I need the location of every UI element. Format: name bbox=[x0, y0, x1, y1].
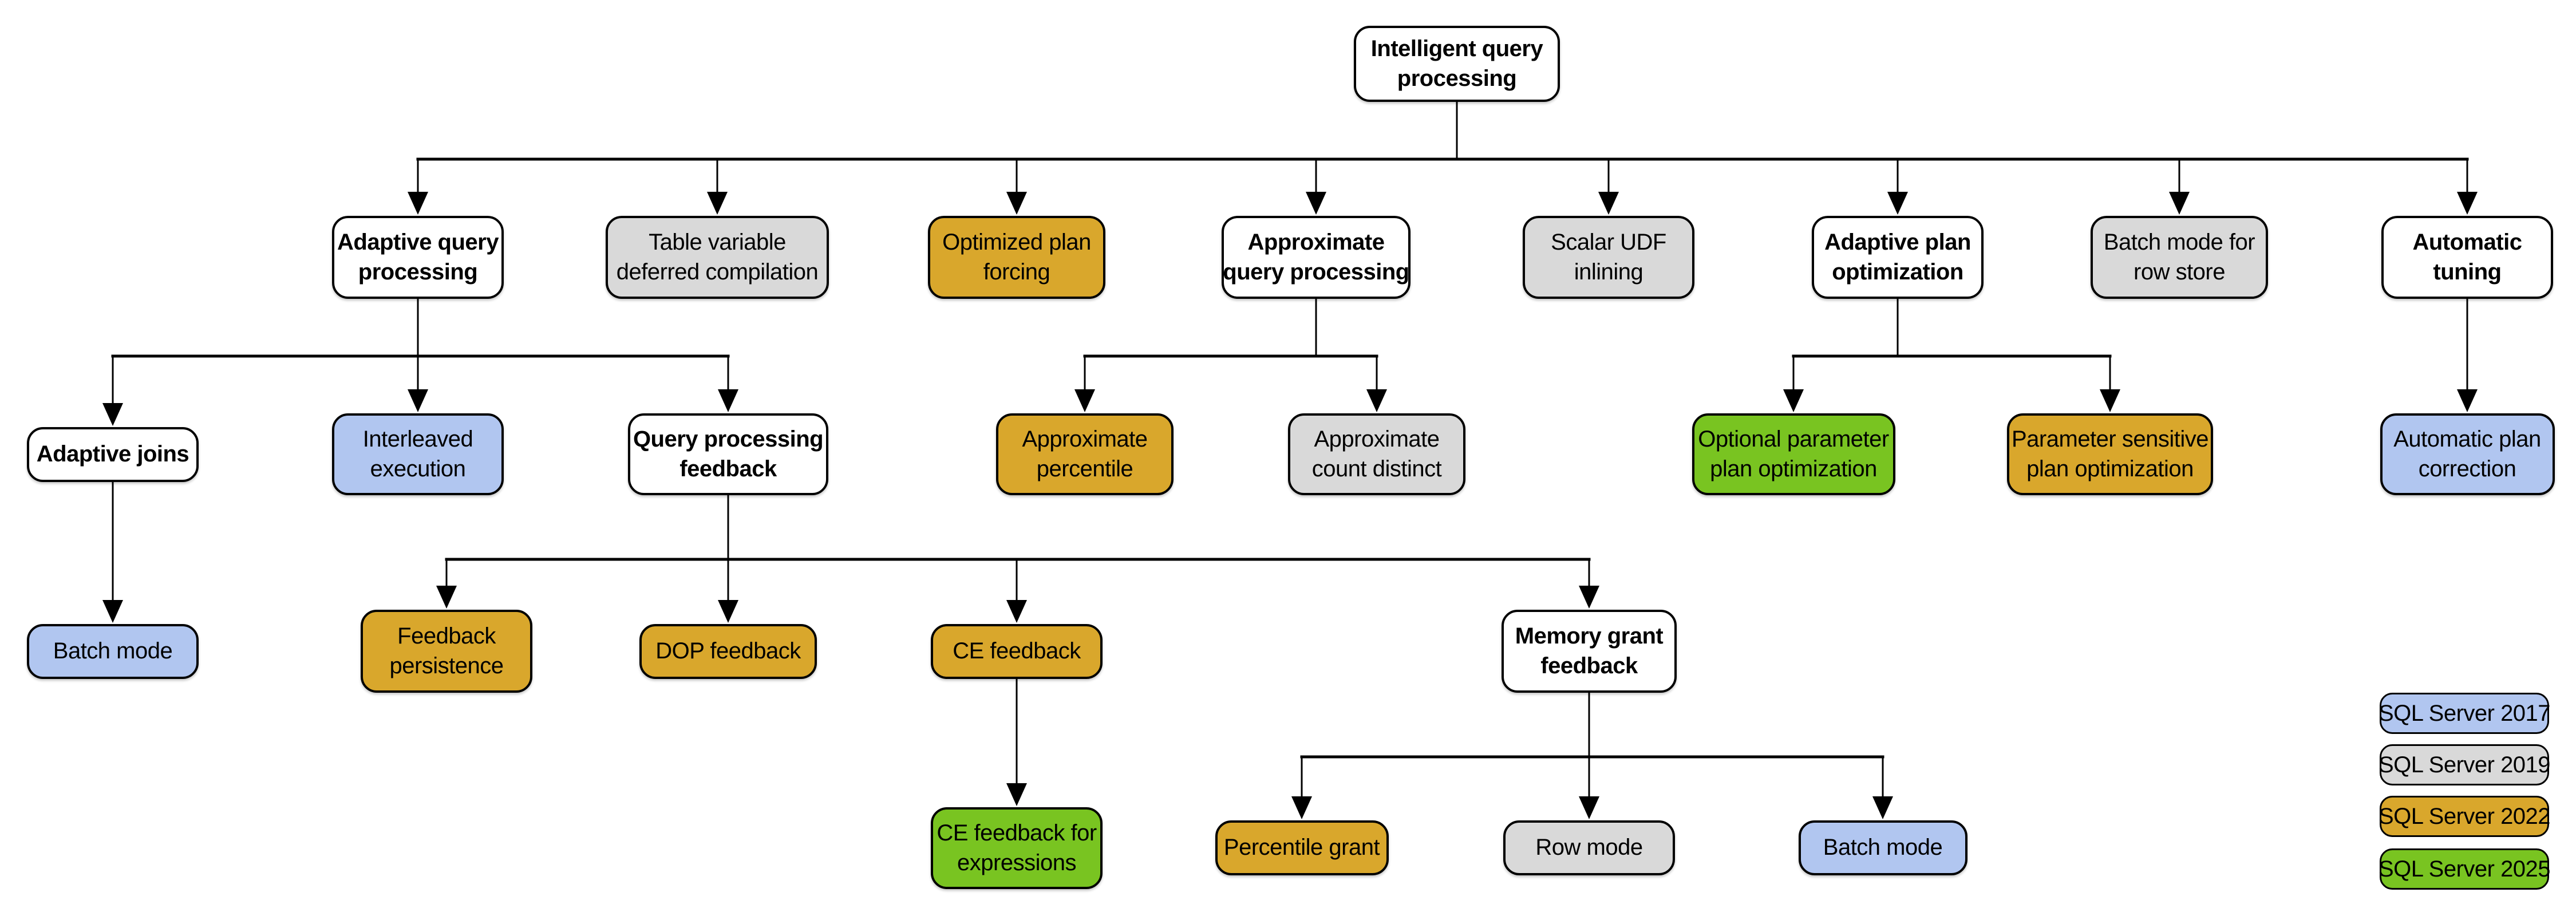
node-automatic-tuning: Automatic tuning bbox=[2381, 216, 2553, 299]
node-ce-feedback-for-expressions: CE feedback for expressions bbox=[931, 807, 1103, 889]
node-batch-mode-memory-grant: Batch mode bbox=[1798, 820, 1967, 875]
node-automatic-plan-correction: Automatic plan correction bbox=[2380, 413, 2555, 495]
node-memory-grant-feedback: Memory grant feedback bbox=[1502, 610, 1677, 693]
legend-item-sql-server-2025: SQL Server 2025 bbox=[2379, 848, 2551, 890]
node-approximate-query-processing: Approximate query processing bbox=[1222, 216, 1411, 299]
node-parameter-sensitive-plan-optimization: Parameter sensitive plan optimization bbox=[2007, 413, 2213, 495]
node-interleaved-execution: Interleaved execution bbox=[332, 413, 504, 495]
node-approximate-count-distinct: Approximate count distinct bbox=[1288, 413, 1465, 495]
node-adaptive-query-processing: Adaptive query processing bbox=[332, 216, 504, 299]
node-row-mode: Row mode bbox=[1503, 820, 1675, 875]
node-table-variable-deferred-compilation: Table variable deferred compilation bbox=[606, 216, 829, 299]
node-query-processing-feedback: Query processing feedback bbox=[628, 413, 828, 495]
legend-item-sql-server-2017: SQL Server 2017 bbox=[2379, 693, 2551, 734]
node-intelligent-query-processing: Intelligent query processing bbox=[1354, 26, 1560, 102]
node-dop-feedback: DOP feedback bbox=[639, 624, 817, 679]
node-scalar-udf-inlining: Scalar UDF inlining bbox=[1523, 216, 1694, 299]
legend-item-sql-server-2022: SQL Server 2022 bbox=[2379, 796, 2551, 837]
node-feedback-persistence: Feedback persistence bbox=[361, 610, 532, 693]
node-adaptive-joins: Adaptive joins bbox=[27, 427, 199, 482]
node-percentile-grant: Percentile grant bbox=[1215, 820, 1389, 875]
node-optimized-plan-forcing: Optimized plan forcing bbox=[928, 216, 1105, 299]
node-optional-parameter-plan-optimization: Optional parameter plan optimization bbox=[1692, 413, 1895, 495]
node-ce-feedback: CE feedback bbox=[931, 624, 1103, 679]
node-adaptive-plan-optimization: Adaptive plan optimization bbox=[1812, 216, 1984, 299]
node-approximate-percentile: Approximate percentile bbox=[996, 413, 1174, 495]
node-batch-mode-for-row-store: Batch mode for row store bbox=[2091, 216, 2268, 299]
legend-item-sql-server-2019: SQL Server 2019 bbox=[2379, 744, 2551, 785]
node-batch-mode-adaptive-joins: Batch mode bbox=[27, 624, 199, 679]
